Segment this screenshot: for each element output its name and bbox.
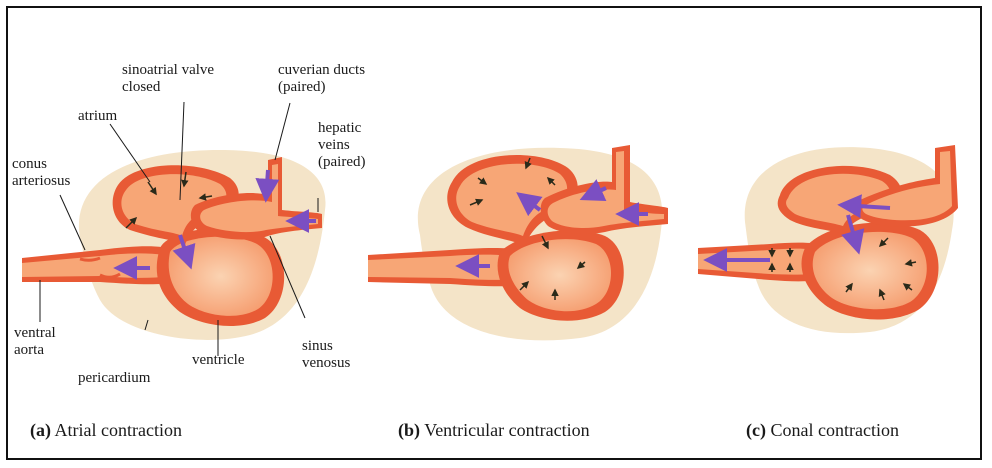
panel-c-conal-contraction [698, 145, 958, 333]
label-sinus-venosus: sinus venosus [302, 338, 350, 372]
caption-c-letter: (c) [746, 420, 766, 440]
panel-b-ventricular-contraction [368, 145, 668, 340]
label-pericardium: pericardium [78, 370, 150, 387]
caption-a-letter: (a) [30, 420, 51, 440]
label-ventral-aorta: ventral aorta [14, 325, 56, 359]
label-conus-arteriosus: conus arteriosus [12, 156, 70, 190]
label-atrium: atrium [78, 108, 117, 125]
caption-c: (c) Conal contraction [746, 420, 899, 441]
caption-a-text: Atrial contraction [55, 420, 182, 440]
label-hepatic-veins: hepatic veins (paired) [318, 120, 365, 171]
label-cuverian-ducts: cuverian ducts (paired) [278, 62, 365, 96]
label-ventricle: ventricle [192, 352, 244, 369]
caption-c-text: Conal contraction [770, 420, 898, 440]
label-sinoatrial-valve: sinoatrial valve closed [122, 62, 214, 96]
caption-b-letter: (b) [398, 420, 420, 440]
caption-b-text: Ventricular contraction [424, 420, 589, 440]
panel-a-atrial-contraction [22, 102, 326, 356]
caption-b: (b) Ventricular contraction [398, 420, 590, 441]
caption-a: (a) Atrial contraction [30, 420, 182, 441]
